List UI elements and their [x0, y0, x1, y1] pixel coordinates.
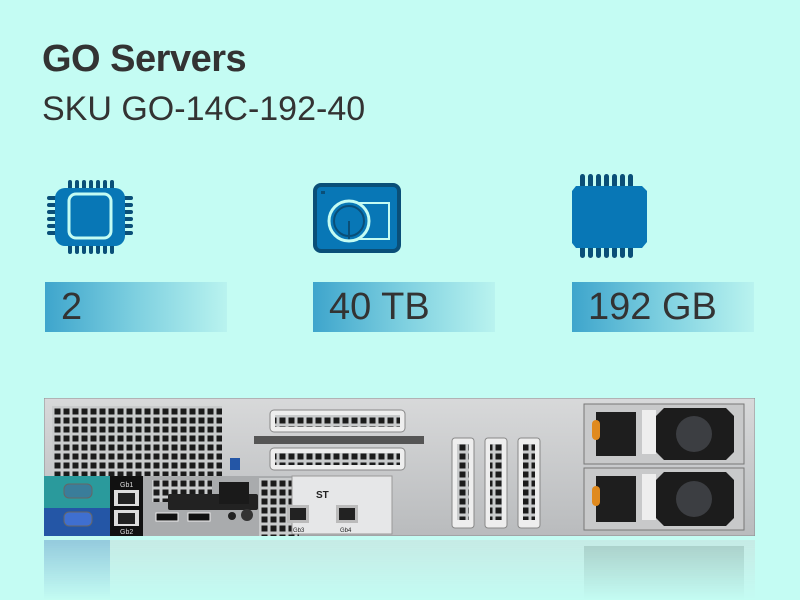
- server-rear-panel-image: Gb1 Gb2 ST Gb3 Gb4: [44, 398, 755, 536]
- hard-drive-icon: [313, 183, 401, 253]
- svg-text:Gb4: Gb4: [340, 528, 352, 534]
- svg-text:Gb1: Gb1: [120, 482, 133, 489]
- svg-text:Gb2: Gb2: [120, 529, 133, 536]
- cpu-icon: [47, 180, 133, 254]
- storage-value: 40 TB: [313, 282, 495, 332]
- cpu-value: 2: [45, 282, 227, 332]
- page-title: GO Servers: [42, 38, 247, 80]
- svg-text:Gb3: Gb3: [293, 528, 305, 534]
- memory-text: 192 GB: [588, 285, 717, 328]
- memory-value: 192 GB: [572, 282, 754, 332]
- cpu-count-text: 2: [61, 285, 83, 328]
- storage-text: 40 TB: [329, 285, 430, 328]
- svg-text:ST: ST: [316, 490, 329, 501]
- server-reflection: [44, 540, 755, 600]
- sku-label: SKU GO-14C-192-40: [42, 90, 366, 128]
- memory-chip-icon: [572, 174, 647, 258]
